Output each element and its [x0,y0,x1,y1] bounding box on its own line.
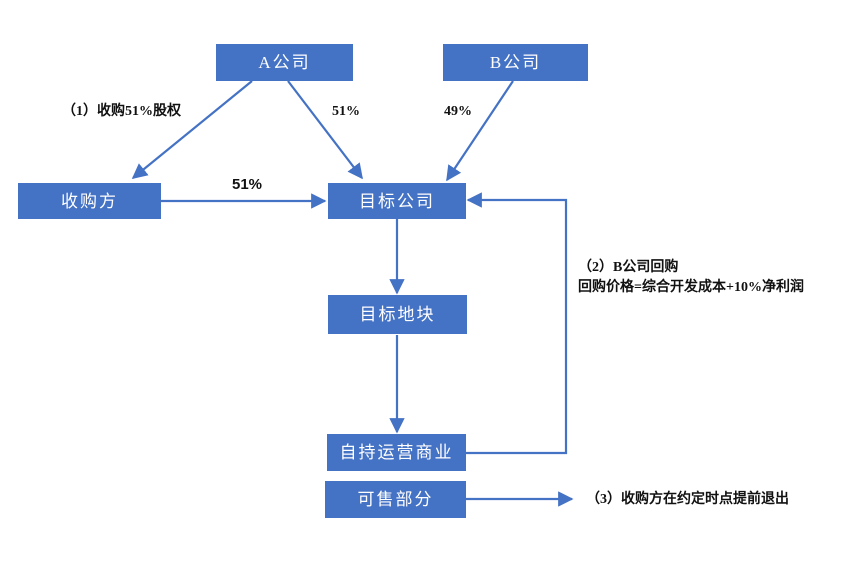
note-step2-line1: （2）B公司回购 [578,260,679,275]
node-self-held-commercial[interactable]: 自持运营商业 [327,434,466,471]
connector-company-a-to-target-company [287,80,363,180]
connector-company-b-to-target-company [446,80,514,182]
node-sellable-portion[interactable]: 可售部分 [325,481,466,518]
node-company-b-label: B公司 [489,53,542,72]
note-step2-line2: 回购价格=综合开发成本+10%净利润 [578,280,804,296]
node-target-land-label: 目标地块 [359,305,436,324]
node-acquirer[interactable]: 收购方 [18,183,161,219]
node-target-company-label: 目标公司 [359,191,435,211]
label-company-a-to-target-51-percent: 51% [332,104,360,119]
node-company-a-label: A公司 [258,53,311,72]
node-company-b[interactable]: B公司 [443,44,588,81]
node-target-company[interactable]: 目标公司 [328,183,466,219]
connector-self-held-commercial-to-target-company-buyback [466,192,568,455]
note-step2-buyback: （2）B公司回购 回购价格=综合开发成本+10%净利润 [578,258,804,299]
node-self-held-commercial-label: 自持运营商业 [339,443,454,462]
label-acquirer-to-target-51-percent: 51% [232,176,263,193]
connector-company-a-to-acquirer [131,80,253,179]
node-acquirer-label: 收购方 [61,191,118,211]
label-step1-acquire-51-percent: （1）收购51%股权 [62,104,181,119]
note-step3-early-exit: （3）收购方在约定时点提前退出 [586,490,789,510]
label-company-b-to-target-49-percent: 49% [444,104,472,119]
node-sellable-portion-label: 可售部分 [357,490,434,509]
node-company-a[interactable]: A公司 [216,44,353,81]
node-target-land[interactable]: 目标地块 [328,295,467,334]
note-step3-line1: （3）收购方在约定时点提前退出 [586,492,789,507]
